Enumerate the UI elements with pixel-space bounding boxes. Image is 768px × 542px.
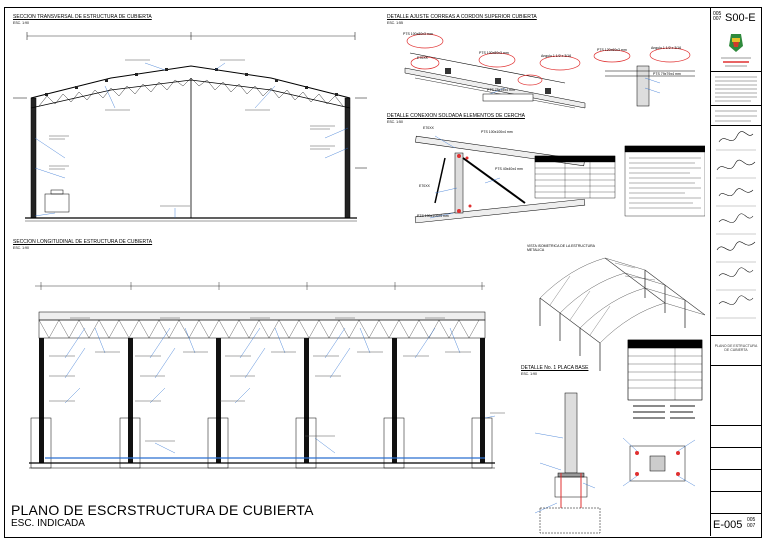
owner-cell: [711, 106, 761, 126]
label-angulo-a: Angulo 1 1/2 x 3/16: [541, 54, 572, 58]
placa-base-drawing: [534, 392, 696, 534]
label-pts-c: PTS 120x60x3 mm: [597, 48, 627, 52]
drawing-name-cell: PLANO DE ESTRUCTURA DE CUBIERTA: [711, 336, 761, 366]
isometric-drawing: [539, 257, 705, 371]
detalle-ajuste-drawing: [404, 33, 695, 109]
scale-cell: [711, 470, 761, 492]
transversal-section-drawing: [13, 32, 367, 222]
main-title: PLANO DE ESCRSTRUCTURA DE CUBIERTA: [11, 502, 314, 518]
main-scale: ESC. INDICADA: [11, 518, 85, 529]
label-angulo-b: Angulo 1 1/2 x 3/16: [651, 46, 682, 50]
government-seal-icon: [721, 34, 751, 67]
sheet-code-top: 005 007 S00-E: [711, 10, 761, 26]
drawing-canvas: [13, 32, 705, 534]
label-pts-g: PTS 40x40x4 mm: [495, 167, 523, 171]
sheet-index-top: 005: [713, 11, 722, 17]
sheet-code-bottom: E-005 005 007: [711, 516, 761, 534]
label-pts-b: PTS 100x80x3 mm: [479, 51, 509, 55]
isometric-title: VISTA ISOMETRICA DE LA ESTRUCTURA METALI…: [527, 244, 595, 252]
placa-base-title: DETALLE No. 1 PLACA BASE: [521, 365, 589, 371]
label-pts-h: PTS 100x100x4 mm: [417, 214, 449, 218]
sheet-code-bottom-label: E-005: [713, 519, 743, 531]
file-cell: [711, 448, 761, 470]
detalle-union-scale: ESC. 1:50: [387, 120, 403, 124]
longitudinal-section-scale: ESC. 1:90: [13, 246, 29, 250]
notes-tables: [534, 145, 705, 217]
label-pts-e: PTS 75x75x4 mm: [487, 88, 515, 92]
transversal-section-title: SECCION TRANSVERSAL DE ESTRUCTURA DE CUB…: [13, 14, 152, 20]
sheet-index-bottom: 005: [747, 517, 756, 523]
detalle-union-drawing: [414, 135, 586, 224]
title-block: 005 007 S00-E: [710, 8, 761, 536]
signatures-cell: [711, 126, 761, 336]
detalle-union-title: DETALLE CONEXION SOLDADA ELEMENTOS DE CE…: [387, 113, 525, 119]
revision-cell: [711, 492, 761, 514]
label-e70xx-c: E70XX: [419, 184, 430, 188]
project-description-cell: [711, 72, 761, 106]
project-text-lines: [715, 76, 757, 102]
notes-cell: [711, 366, 761, 426]
detalle-ajuste-title: DETALLE AJUSTE CORREAS A CORDON SUPERIOR…: [387, 14, 537, 20]
label-pts-f: PTS 100x100x4 mm: [481, 130, 513, 134]
placa-base-scale: ESC. 1:90: [521, 372, 537, 376]
sheet-total-top: 007: [713, 16, 722, 22]
label-e70xx-a: E70XX: [417, 56, 428, 60]
label-e70xx-b: E70XX: [423, 126, 434, 130]
label-pts-a: PTS 100x80x3 mm: [403, 32, 433, 36]
signatures-drawing: [716, 131, 756, 319]
date-cell: [711, 426, 761, 448]
detalle-ajuste-scale: ESC. 1:55: [387, 21, 403, 25]
drawing-name: PLANO DE ESTRUCTURA DE CUBIERTA: [714, 344, 758, 352]
sheet-total-bottom: 007: [747, 523, 756, 529]
transversal-section-scale: ESC. 1:90: [13, 21, 29, 25]
placa-table: [627, 339, 703, 419]
drawing-sheet: SECCION TRANSVERSAL DE ESTRUCTURA DE CUB…: [4, 7, 762, 538]
label-pts-d: PTS 79x79x4 mm: [653, 72, 681, 76]
longitudinal-section-drawing: [29, 282, 505, 469]
sheet-code-top-label: S00-E: [725, 12, 756, 24]
owner-text-lines: [715, 110, 757, 122]
logo-cell: [711, 28, 761, 72]
longitudinal-section-title: SECCION LONGITUDINAL DE ESTRUCTURA DE CU…: [13, 239, 153, 245]
